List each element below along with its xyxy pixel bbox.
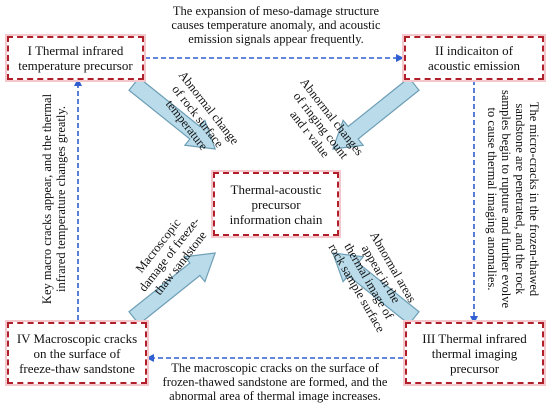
block-arrow-tl [128,76,217,150]
edge-label-right: The micro-cracks in the frozen-thawed sa… [485,90,541,308]
block-arrow-bl [128,252,217,326]
block-arrow-tr [331,76,420,150]
block-arrow-br [331,252,420,326]
edge-label-top: The expansion of meso-damage structure c… [171,4,381,46]
edge-label-left: Key macro cracks appear, and the thermal… [40,93,68,305]
edge-label-bottom: The macroscopic cracks on the surface of… [162,361,388,403]
